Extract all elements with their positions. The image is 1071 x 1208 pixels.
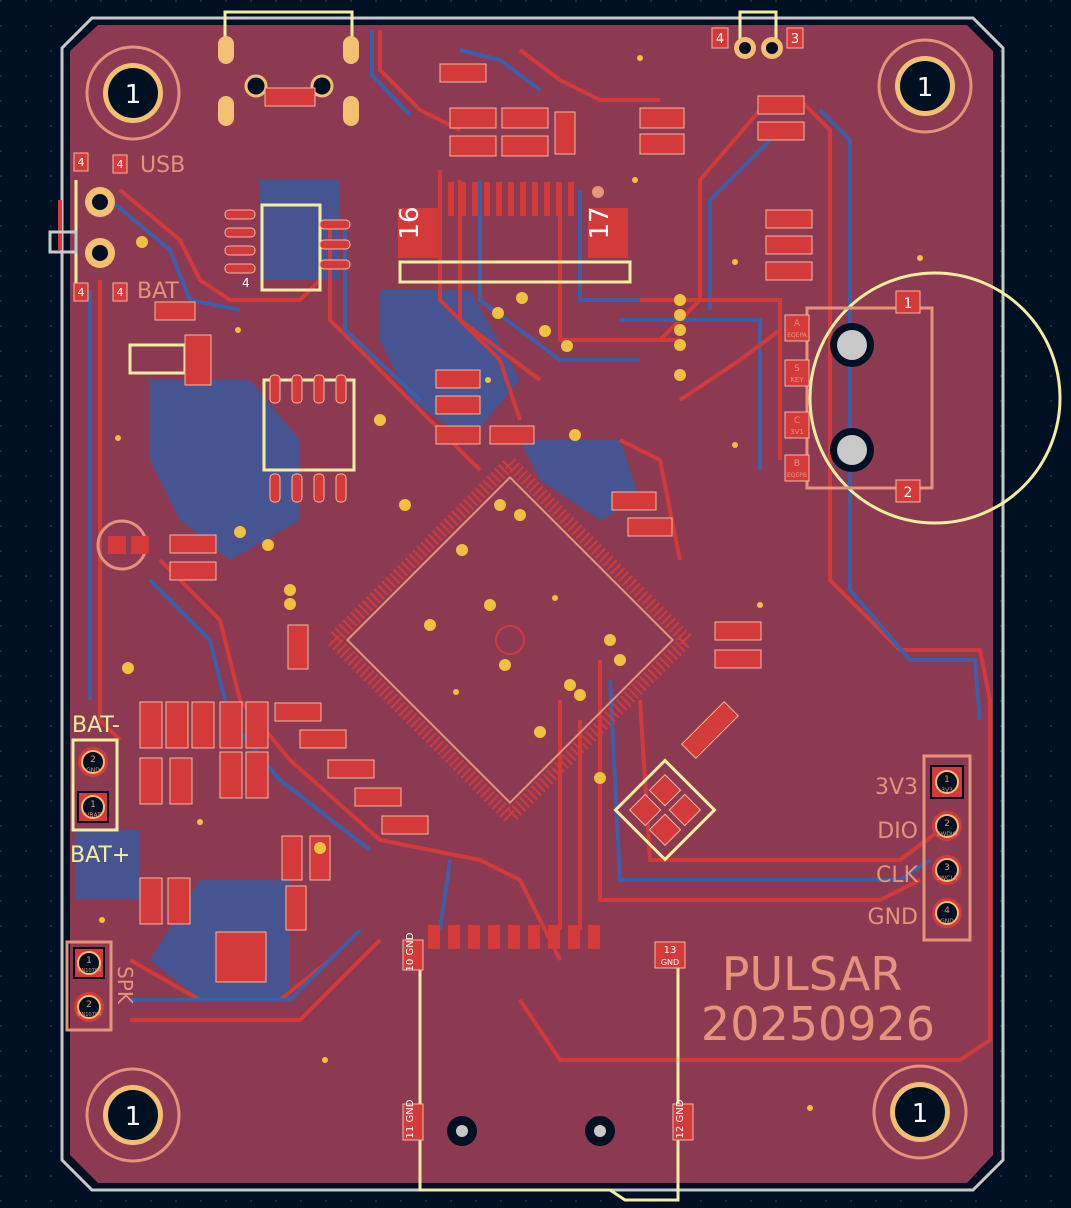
usb-label: USB xyxy=(140,153,185,178)
svg-text:4: 4 xyxy=(117,158,124,171)
svg-text:13: 13 xyxy=(664,945,677,956)
svg-text:1: 1 xyxy=(125,80,142,110)
svg-text:3V3: 3V3 xyxy=(941,787,953,794)
svg-text:EQEPA: EQEPA xyxy=(787,332,808,339)
svg-text:SIN10784: SIN10784 xyxy=(77,1012,101,1018)
svg-text:12 GND: 12 GND xyxy=(675,1099,686,1138)
svg-text:1: 1 xyxy=(86,956,92,966)
svg-text:EQEPB: EQEPB xyxy=(787,472,807,479)
svg-text:SIN10784: SIN10784 xyxy=(77,968,101,974)
passive-components xyxy=(96,63,813,983)
svg-text:17: 17 xyxy=(585,206,615,239)
mounting-hole-bottom-left: 1 xyxy=(85,1067,181,1163)
svg-text:DIO: DIO xyxy=(877,819,918,844)
svg-text:1: 1 xyxy=(90,800,96,810)
usb-c-connector xyxy=(218,10,359,126)
board-outline xyxy=(60,16,1005,1192)
regulator-ic: 4 xyxy=(224,203,351,292)
svg-text:1: 1 xyxy=(904,296,913,312)
svg-text:GND: GND xyxy=(86,767,100,774)
svg-text:16: 16 xyxy=(395,206,425,239)
svg-text:BAT-: BAT- xyxy=(72,713,120,738)
encoder-pin-a: A EQEPA xyxy=(784,314,810,342)
svg-text:4: 4 xyxy=(716,32,724,47)
svg-text:2: 2 xyxy=(90,755,96,765)
svg-text:1: 1 xyxy=(912,1099,929,1129)
svg-text:4: 4 xyxy=(78,156,85,169)
svg-text:4: 4 xyxy=(78,286,85,299)
svg-text:1: 1 xyxy=(125,1102,142,1132)
svg-text:CLK: CLK xyxy=(876,863,919,888)
svg-text:3: 3 xyxy=(791,32,799,47)
vias xyxy=(99,55,923,1111)
svg-text:11 GND: 11 GND xyxy=(405,1099,416,1138)
svg-text:4: 4 xyxy=(944,906,950,916)
usb-power-connector: 4 4 4 4 xyxy=(48,152,128,302)
rotary-encoder: 1 2 A EQEPA S KEY C 3V1 B EQEPB xyxy=(784,271,1062,525)
encoder-pin-b: B EQEPB xyxy=(784,454,810,482)
svg-text:2: 2 xyxy=(944,819,950,829)
mounting-hole-top-left: 1 xyxy=(85,45,181,141)
svg-text:GND: GND xyxy=(661,958,679,967)
svg-text:10 GND: 10 GND xyxy=(405,932,416,971)
bat-label: BAT xyxy=(137,279,179,304)
mcu-qfp xyxy=(323,453,697,827)
svg-text:GND: GND xyxy=(868,905,918,930)
encoder-pin-c: C 3V1 xyxy=(784,411,810,439)
fpc-connector: 16 17 xyxy=(395,182,632,284)
mounting-hole-top-right: 1 xyxy=(877,38,973,134)
svg-text:SPK: SPK xyxy=(113,966,137,1005)
svg-text:4: 4 xyxy=(242,276,250,290)
svg-text:GND: GND xyxy=(940,918,954,925)
board-date: 20250926 xyxy=(701,997,935,1051)
board-name: PULSAR xyxy=(722,947,903,1001)
encoder-pin-s: S KEY xyxy=(784,359,810,387)
top-connector: 4 3 xyxy=(711,10,804,59)
traces xyxy=(58,30,992,1062)
svg-text:1: 1 xyxy=(917,73,934,103)
svg-text:1: 1 xyxy=(944,775,950,785)
svg-text:SWDIO: SWDIO xyxy=(937,831,958,838)
svg-text:VBAT: VBAT xyxy=(85,812,101,819)
svg-text:C: C xyxy=(794,416,800,426)
svg-text:S: S xyxy=(794,364,800,374)
svg-text:A: A xyxy=(794,319,801,329)
svg-text:KEY: KEY xyxy=(790,376,804,384)
svg-text:2: 2 xyxy=(86,1000,92,1010)
svg-text:2: 2 xyxy=(904,485,913,501)
sd-card-socket: 10 GND 11 GND 12 GND 13 GND xyxy=(402,925,694,1202)
svg-text:3V3: 3V3 xyxy=(875,775,918,800)
mounting-hole-bottom-right: 1 xyxy=(872,1064,968,1160)
svg-text:4: 4 xyxy=(117,286,124,299)
svg-text:3: 3 xyxy=(944,863,950,873)
svg-text:BAT+: BAT+ xyxy=(70,843,130,868)
svg-text:3V1: 3V1 xyxy=(790,428,804,436)
svg-text:B: B xyxy=(794,459,800,469)
svg-text:SWCLK: SWCLK xyxy=(936,875,958,882)
